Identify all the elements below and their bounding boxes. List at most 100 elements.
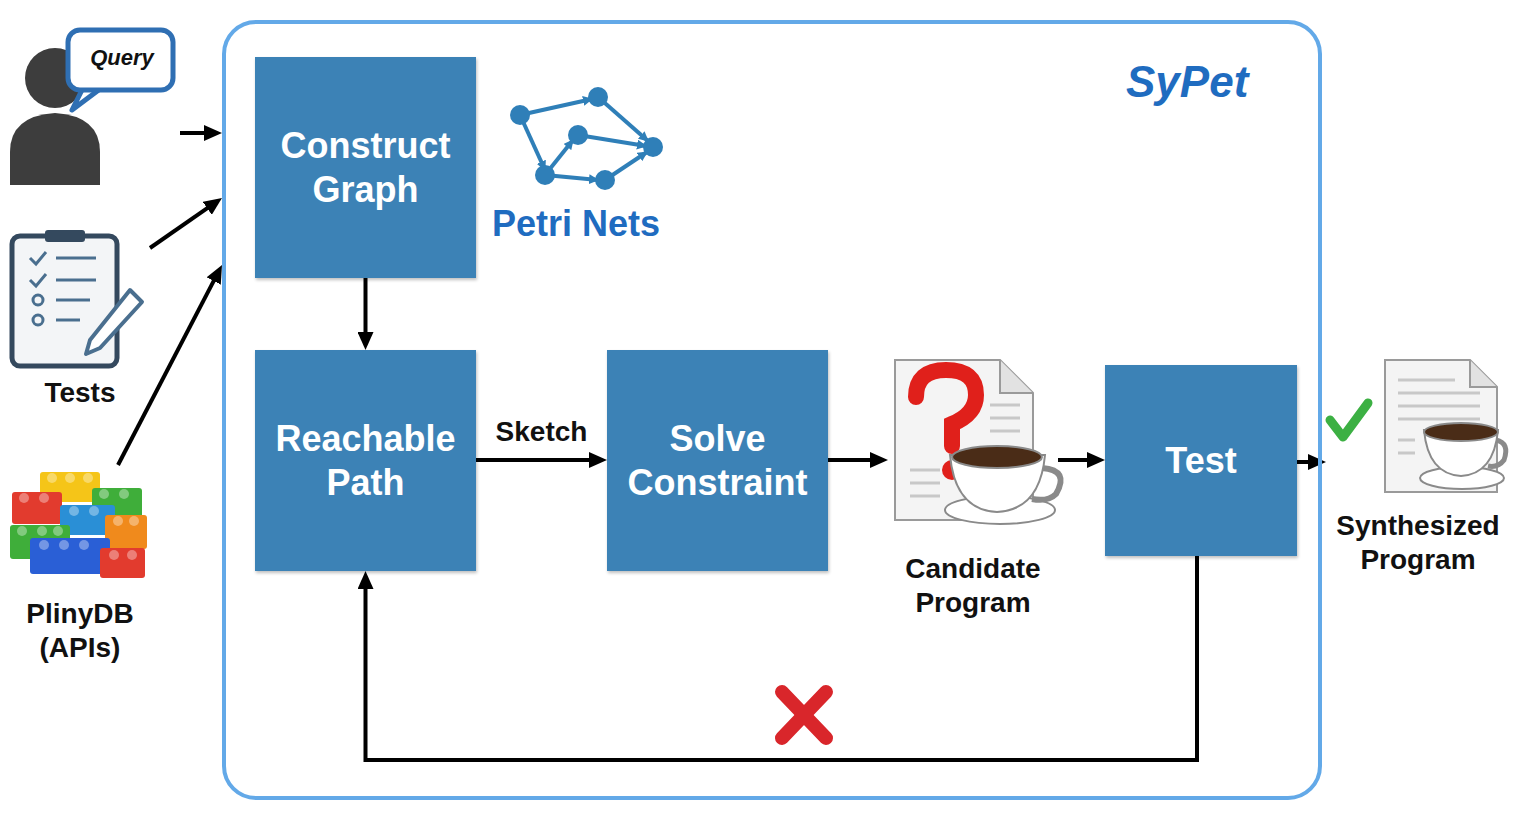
lego-bricks-icon — [89, 506, 99, 516]
petri-net-icon — [520, 99, 592, 115]
tests-input: Tests — [10, 232, 150, 410]
checklist-icon — [33, 295, 43, 305]
check-mark — [1330, 403, 1368, 437]
lego-bricks-icon — [12, 492, 62, 524]
petri-net-icon — [588, 87, 608, 107]
checklist-icon — [56, 299, 90, 302]
lego-bricks-icon — [39, 540, 49, 550]
synthesized-program-icon — [1470, 360, 1497, 387]
lego-bricks-icon — [79, 540, 89, 550]
node-label: Tests — [44, 376, 115, 410]
flow-arrow — [118, 274, 217, 465]
lego-bricks-icon — [129, 516, 139, 526]
candidate-program-icon — [990, 430, 1020, 433]
lego-bricks-icon — [109, 550, 119, 560]
petri-net-icon — [643, 137, 663, 157]
box-label: Solve Constraint — [615, 417, 820, 503]
checklist-icon — [56, 279, 96, 282]
process-box: Solve Constraint — [607, 350, 828, 571]
candidate-program-icon — [910, 482, 940, 485]
synthesized-program-icon — [1398, 418, 1480, 421]
box-label: Reachable Path — [263, 417, 468, 503]
petri-net-icon — [595, 170, 615, 190]
checklist-icon — [86, 290, 142, 354]
lego-bricks-icon — [10, 472, 147, 578]
checklist-icon — [30, 252, 46, 264]
lego-bricks-icon — [19, 493, 29, 503]
lego-bricks-icon — [30, 538, 110, 574]
flow-arrow — [150, 204, 214, 248]
node-label: SyPet — [1126, 56, 1248, 108]
user-icon — [86, 81, 102, 87]
flow-arrow — [366, 556, 1198, 760]
lego-bricks-icon — [53, 526, 63, 536]
lego-bricks-icon — [39, 493, 49, 503]
checklist-icon — [56, 319, 80, 322]
node-label: PlinyDB (APIs) — [5, 597, 155, 665]
lego-bricks-icon — [100, 548, 145, 578]
candidate-program-icon — [910, 469, 940, 472]
user-query: Query — [10, 25, 180, 190]
flow-arrow — [364, 278, 368, 340]
box-label: Test — [1165, 439, 1236, 482]
lego-bricks-icon — [105, 515, 147, 549]
synthesized-program-icon — [1398, 452, 1415, 455]
synthesized-program-icon — [1398, 405, 1480, 408]
box-label: Construct Graph — [263, 124, 468, 210]
petri-net-icon — [510, 87, 663, 190]
candidate-program: Candidate Program — [888, 355, 1058, 620]
user-icon — [10, 30, 173, 185]
user-icon — [68, 30, 173, 90]
api-database: PlinyDB (APIs) — [5, 465, 155, 665]
candidate-program-icon — [916, 370, 976, 446]
candidate-program-icon — [990, 417, 1020, 420]
node-label: Candidate Program — [888, 552, 1058, 620]
petri-net-icon — [510, 105, 530, 125]
node-label: Query — [72, 45, 172, 71]
lego-bricks-icon — [69, 506, 79, 516]
lego-bricks-icon — [119, 489, 129, 499]
synthesized-program-icon — [1398, 439, 1415, 442]
flow-arrow — [828, 458, 878, 462]
fail-cross — [782, 692, 826, 738]
lego-bricks-icon — [37, 526, 47, 536]
petri-net-icon — [535, 165, 555, 185]
lego-bricks-icon — [65, 473, 75, 483]
lego-bricks-icon — [113, 516, 123, 526]
lego-bricks-icon — [17, 526, 27, 536]
candidate-program-icon — [952, 446, 1042, 468]
diagram-label: Petri Nets — [492, 203, 660, 245]
synthesized-program-icon — [1398, 379, 1455, 382]
flow-arrow — [180, 131, 212, 135]
process-box: Construct Graph — [255, 57, 476, 278]
synthesized-program-icon — [1385, 360, 1506, 492]
petri-net-icon — [568, 125, 588, 145]
checklist-icon — [45, 230, 85, 242]
flow-arrow — [1058, 458, 1095, 462]
lego-bricks-icon — [59, 540, 69, 550]
petri-net-icon — [578, 135, 646, 146]
flow-arrow — [476, 458, 597, 462]
checklist-icon — [56, 257, 96, 260]
synthesized-program: Synthesized Program — [1326, 355, 1510, 577]
lego-bricks-icon — [47, 473, 57, 483]
candidate-program-icon — [1000, 360, 1033, 393]
lego-bricks-icon — [127, 550, 137, 560]
fail-cross — [782, 692, 826, 738]
checklist-icon — [33, 315, 43, 325]
petri-net-icon — [510, 87, 663, 190]
edge-label: Sketch — [493, 416, 591, 448]
user-icon — [10, 113, 100, 185]
checklist-icon — [30, 274, 46, 286]
process-box: Test — [1105, 365, 1297, 556]
synthesized-program-icon — [1398, 392, 1480, 395]
system-frame: SyPetConstruct GraphReachable Path Solve … — [222, 20, 1322, 800]
fail-cross — [782, 692, 826, 738]
flow-arrow — [1297, 460, 1316, 464]
candidate-program-icon — [990, 404, 1020, 407]
synthesized-program-icon — [1424, 423, 1498, 441]
lego-bricks-icon — [17, 473, 139, 560]
node-label: Synthesized Program — [1326, 509, 1510, 577]
candidate-program-icon — [910, 495, 940, 498]
candidate-program-icon — [895, 360, 1061, 524]
